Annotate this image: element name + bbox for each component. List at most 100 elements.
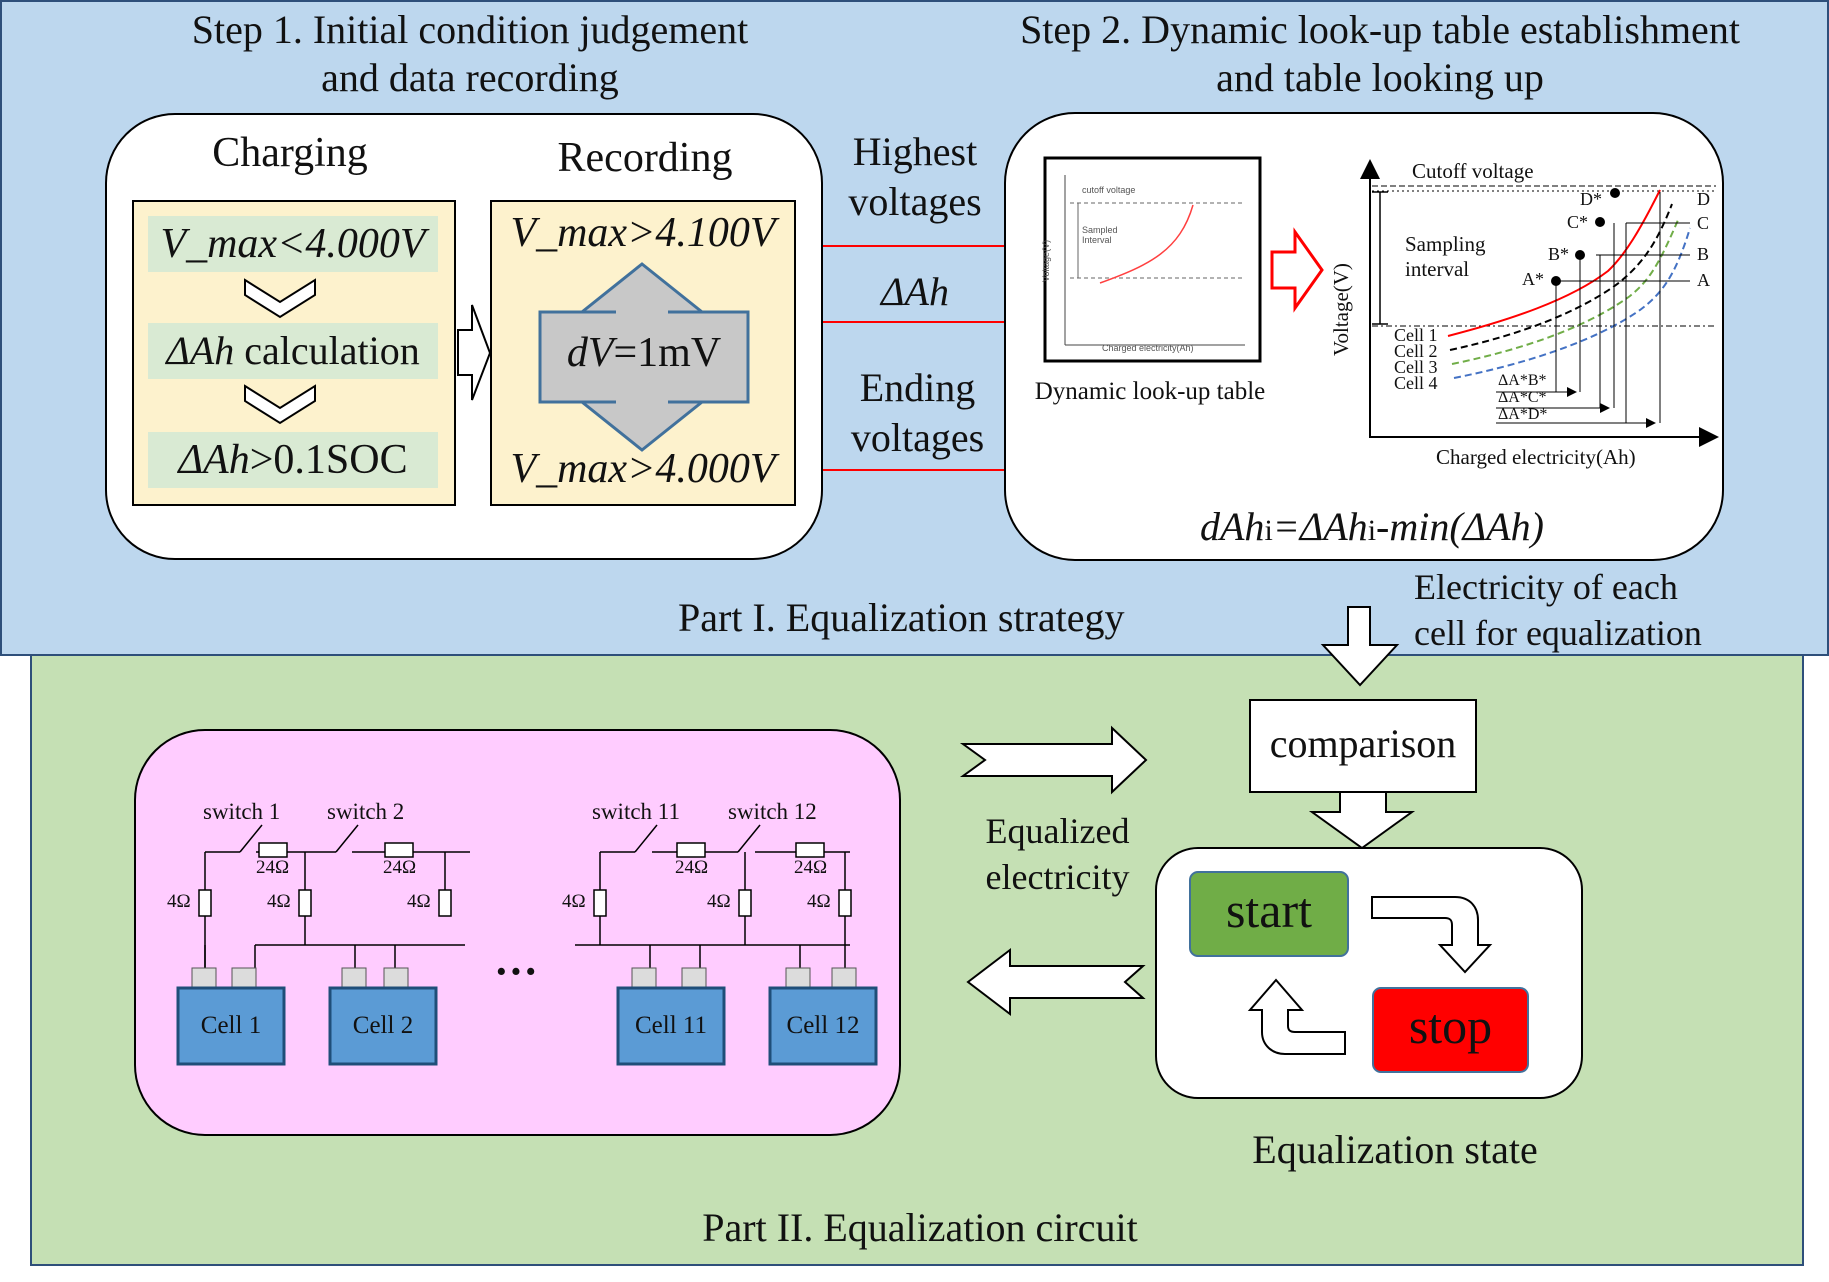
battery-icon [328, 967, 438, 1066]
res4-label-4: 4Ω [562, 891, 586, 912]
comparison-label: comparison [1269, 721, 1457, 766]
delta-ad: ΔA*D* [1498, 406, 1548, 423]
charging-condition-vmax: V_max<4.000V [148, 216, 438, 272]
sampling-interval-label: Sampling interval [1405, 232, 1486, 282]
battery-icon [616, 967, 726, 1066]
resistor-24-icon [676, 842, 706, 858]
res24-label-4: 24Ω [794, 857, 828, 878]
thumb-xlabel: Charged electricity(Ah) [1102, 343, 1194, 353]
start-label: start [1225, 882, 1313, 938]
thumb-sampled-1: Sampled [1082, 225, 1118, 235]
thumb-sampled-2: Interval [1082, 234, 1112, 245]
label-c-star: C* [1567, 212, 1589, 232]
part1-label: Part I. Equalization strategy [678, 595, 1125, 640]
red-right-arrow-icon [1270, 227, 1324, 313]
chevron-down-icon [244, 384, 316, 425]
start-state-button [1189, 871, 1349, 957]
stop-label: stop [1408, 998, 1493, 1054]
step1-title-line2: and data recording [321, 55, 619, 100]
resistor-4-icon [738, 889, 752, 917]
cell4-curve [1453, 227, 1691, 379]
dv-symbol: dV [566, 330, 614, 376]
cell-11-label: Cell 11 [635, 1012, 707, 1039]
cell-12-label: Cell 12 [786, 1012, 860, 1039]
charging-label: Charging [212, 130, 368, 176]
label-c: C [1697, 213, 1710, 233]
delta-ah-symbol: ΔAh [178, 437, 250, 483]
legend-cell1: Cell 1 [1394, 325, 1438, 345]
formula: dAhi=ΔAhi-min(ΔAh) [1200, 505, 1544, 549]
sampling-line1: Sampling [1405, 232, 1486, 256]
chart-legend: Cell 1 Cell 2 Cell 3 Cell 4 [1394, 325, 1438, 393]
legend-cell4: Cell 4 [1394, 373, 1438, 393]
switch-1-label: switch 1 [203, 799, 281, 824]
equalized-electricity-label: Equalized electricity [960, 808, 1155, 900]
part2-label: Part II. Equalization circuit [702, 1205, 1138, 1250]
charging-condition-calc: ΔAh calculation [148, 323, 438, 379]
step1-title-line1: Step 1. Initial condition judgement [191, 7, 749, 52]
legend-cell2: Cell 2 [1394, 341, 1438, 361]
circuit-panel [134, 729, 901, 1136]
down-arrow-icon [1308, 791, 1416, 850]
res4-label-1: 4Ω [167, 891, 191, 912]
delta-ac: ΔA*C* [1498, 389, 1547, 406]
thumb-cutoff-label: cutoff voltage [1082, 185, 1136, 195]
formula-dah: dAh [1200, 504, 1265, 549]
battery-icon [176, 967, 286, 1066]
bent-arrow-right-down-icon [1371, 896, 1493, 974]
res4-label-2: 4Ω [267, 891, 291, 912]
down-arrow-icon [1320, 606, 1400, 687]
recording-middle-condition: dV=1mV [540, 330, 748, 376]
chart-xlabel: Charged electricity(Ah) [1436, 445, 1636, 469]
calculation-text: calculation [234, 328, 420, 373]
res4-label-5: 4Ω [707, 891, 731, 912]
step2-title-line1: Step 2. Dynamic look-up table establishm… [1020, 7, 1740, 52]
electricity-note-1: Electricity of each [1414, 567, 1678, 607]
left-arrow-icon [966, 947, 1146, 1017]
chart-title: Cutoff voltage [1412, 159, 1534, 183]
formula-sub-i: i [1264, 514, 1273, 547]
switch-12-label: switch 12 [728, 799, 817, 824]
cell-1-label: Cell 1 [200, 1012, 262, 1039]
sampling-line2: interval [1405, 257, 1470, 282]
recording-bottom-condition: V_max>4.000V [510, 446, 776, 492]
ending-line2: voltages [850, 415, 985, 460]
cell-2-label: Cell 2 [352, 1012, 414, 1039]
resistor-4-icon [838, 889, 852, 917]
lookup-table-label: Dynamic look-up table [1034, 378, 1266, 405]
equalized-line1: Equalized [985, 811, 1130, 851]
highest-line1: Highest [852, 129, 978, 174]
delta-ah-symbol: ΔAh [166, 328, 235, 373]
right-arrow-icon [959, 725, 1148, 795]
bent-arrow-left-up-icon [1247, 978, 1346, 1055]
res24-label-2: 24Ω [383, 857, 417, 878]
resistor-24-icon [795, 842, 825, 858]
step1-title: Step 1. Initial condition judgement and … [150, 8, 790, 100]
ending-voltages-label: Ending voltages [835, 366, 1000, 460]
cell2-curve [1449, 203, 1673, 351]
label-d: D [1697, 189, 1710, 209]
label-a: A [1697, 270, 1710, 290]
highest-voltages-label: Highest voltages [835, 130, 995, 224]
right-arrow-icon [457, 304, 492, 401]
delta-ah-label: ΔAh [881, 269, 949, 314]
formula-sub-i2: i [1367, 514, 1377, 547]
thumb-ylabel: Voltage(V) [1041, 239, 1052, 282]
resistor-4-icon [298, 889, 312, 917]
equalization-state-label: Equalization state [1252, 1127, 1538, 1172]
resistor-24-icon [258, 842, 288, 858]
resistor-24-icon [384, 842, 414, 858]
res24-label-1: 24Ω [256, 857, 290, 878]
delta-labels: ΔA*B* ΔA*C* ΔA*D* [1498, 372, 1547, 423]
point-d-star [1610, 188, 1620, 198]
point-c-star [1595, 217, 1605, 227]
ending-line1: Ending [859, 365, 976, 410]
formula-eq: =ΔAh [1272, 504, 1368, 549]
legend-cell3: Cell 3 [1394, 357, 1438, 377]
comparison-box [1249, 699, 1477, 793]
electricity-note-2: cell for equalization [1414, 613, 1702, 654]
res24-label-3: 24Ω [675, 857, 709, 878]
point-a-star [1551, 276, 1561, 286]
point-b-star [1575, 250, 1585, 260]
